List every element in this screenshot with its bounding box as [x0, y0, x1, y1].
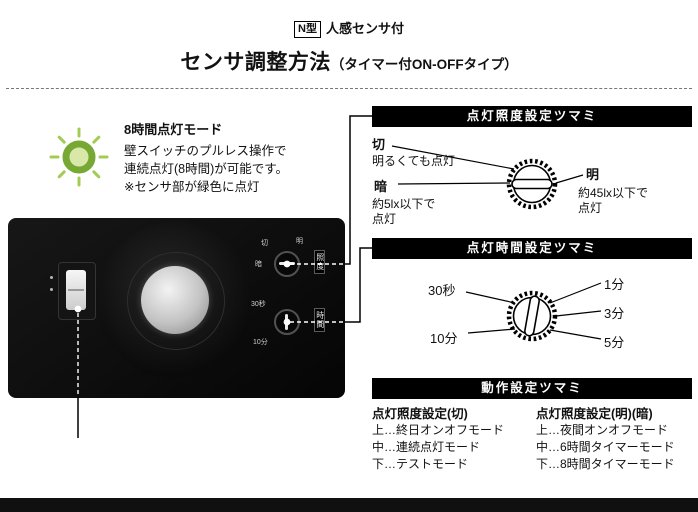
- page-title: センサ調整方法（タイマー付ON-OFFタイプ）: [0, 46, 698, 76]
- mode-note-heading: 8時間点灯モード: [124, 122, 223, 137]
- type-label: 人感センサ付: [325, 21, 404, 36]
- op-col2-item: 下…8時間タイマーモード: [536, 457, 675, 471]
- illuminance-knob-tab: 照度: [314, 250, 325, 274]
- illuminance-knob-slot: [279, 262, 295, 265]
- knob1-label-bright: 明: [296, 238, 303, 245]
- illum-bright-desc1: 約45lx以下で: [578, 186, 649, 200]
- knob1-label-off: 切: [261, 240, 268, 247]
- bottom-bar: [0, 498, 698, 512]
- section-header-time: 点灯時間設定ツマミ: [372, 238, 692, 259]
- mode-note-line1: 壁スイッチのプルレス操作で: [124, 144, 287, 158]
- subtitle-text: （タイマー付ON-OFFタイプ）: [330, 57, 518, 72]
- mode-note-line3: ※センサ部が緑色に点灯: [124, 180, 260, 194]
- switch-mark-dot: [50, 288, 53, 291]
- illum-off-label: 切: [372, 137, 386, 152]
- knob1-label-dark: 暗: [255, 261, 262, 268]
- rocker-groove: [68, 289, 84, 291]
- op-col2-heading: 点灯照度設定(明)(暗): [536, 407, 653, 421]
- illum-dark-desc2: 点灯: [372, 212, 397, 226]
- mode-note: 8時間点灯モード 壁スイッチのプルレス操作で 連続点灯(8時間)が可能です。 ※…: [124, 119, 288, 196]
- led-glow-icon: [49, 127, 109, 187]
- knob2-label-30s: 30秒: [251, 301, 266, 308]
- time-label-5m: 5分: [604, 335, 625, 350]
- time-label-30s: 30秒: [428, 283, 456, 298]
- sensor-ring: [127, 252, 225, 350]
- illum-bright-label: 明: [586, 167, 600, 182]
- time-label-1m: 1分: [604, 277, 625, 292]
- illuminance-knob-diagram: [506, 158, 558, 210]
- op-col1-item: 下…テストモード: [372, 457, 469, 471]
- time-label-10m: 10分: [430, 331, 458, 346]
- illum-bright-desc2: 点灯: [578, 201, 603, 215]
- section-header-illuminance: 点灯照度設定ツマミ: [372, 106, 692, 127]
- time-knob-diagram: [506, 290, 558, 342]
- type-header: N型人感センサ付: [0, 18, 698, 38]
- op-col2-item: 上…夜間オンオフモード: [536, 423, 669, 437]
- time-knob-slot: [285, 314, 288, 330]
- sensor-dome: [141, 266, 209, 334]
- title-text: センサ調整方法: [180, 51, 331, 74]
- section-header-operation: 動作設定ツマミ: [372, 378, 692, 399]
- illum-off-desc: 明るくても点灯: [372, 154, 456, 168]
- op-col1-item: 上…終日オンオフモード: [372, 423, 505, 437]
- op-col2-item: 中…6時間タイマーモード: [536, 440, 675, 454]
- op-col1-heading: 点灯照度設定(切): [372, 407, 468, 421]
- switch-mark-dot: [50, 276, 53, 279]
- mode-note-line2: 連続点灯(8時間)が可能です。: [124, 162, 289, 176]
- sensor-product-photo: 切 明 暗 照度 30秒 10分 時間: [8, 218, 345, 398]
- type-badge: N型: [294, 21, 321, 38]
- knob2-label-10m: 10分: [253, 339, 268, 346]
- illum-dark-desc1: 約5lx以下で: [372, 197, 436, 211]
- time-knob-tab: 時間: [314, 308, 325, 332]
- illum-dark-label: 暗: [374, 179, 388, 194]
- time-label-3m: 3分: [604, 306, 625, 321]
- op-col1-item: 中…連続点灯モード: [372, 440, 481, 454]
- title-divider: [6, 88, 692, 89]
